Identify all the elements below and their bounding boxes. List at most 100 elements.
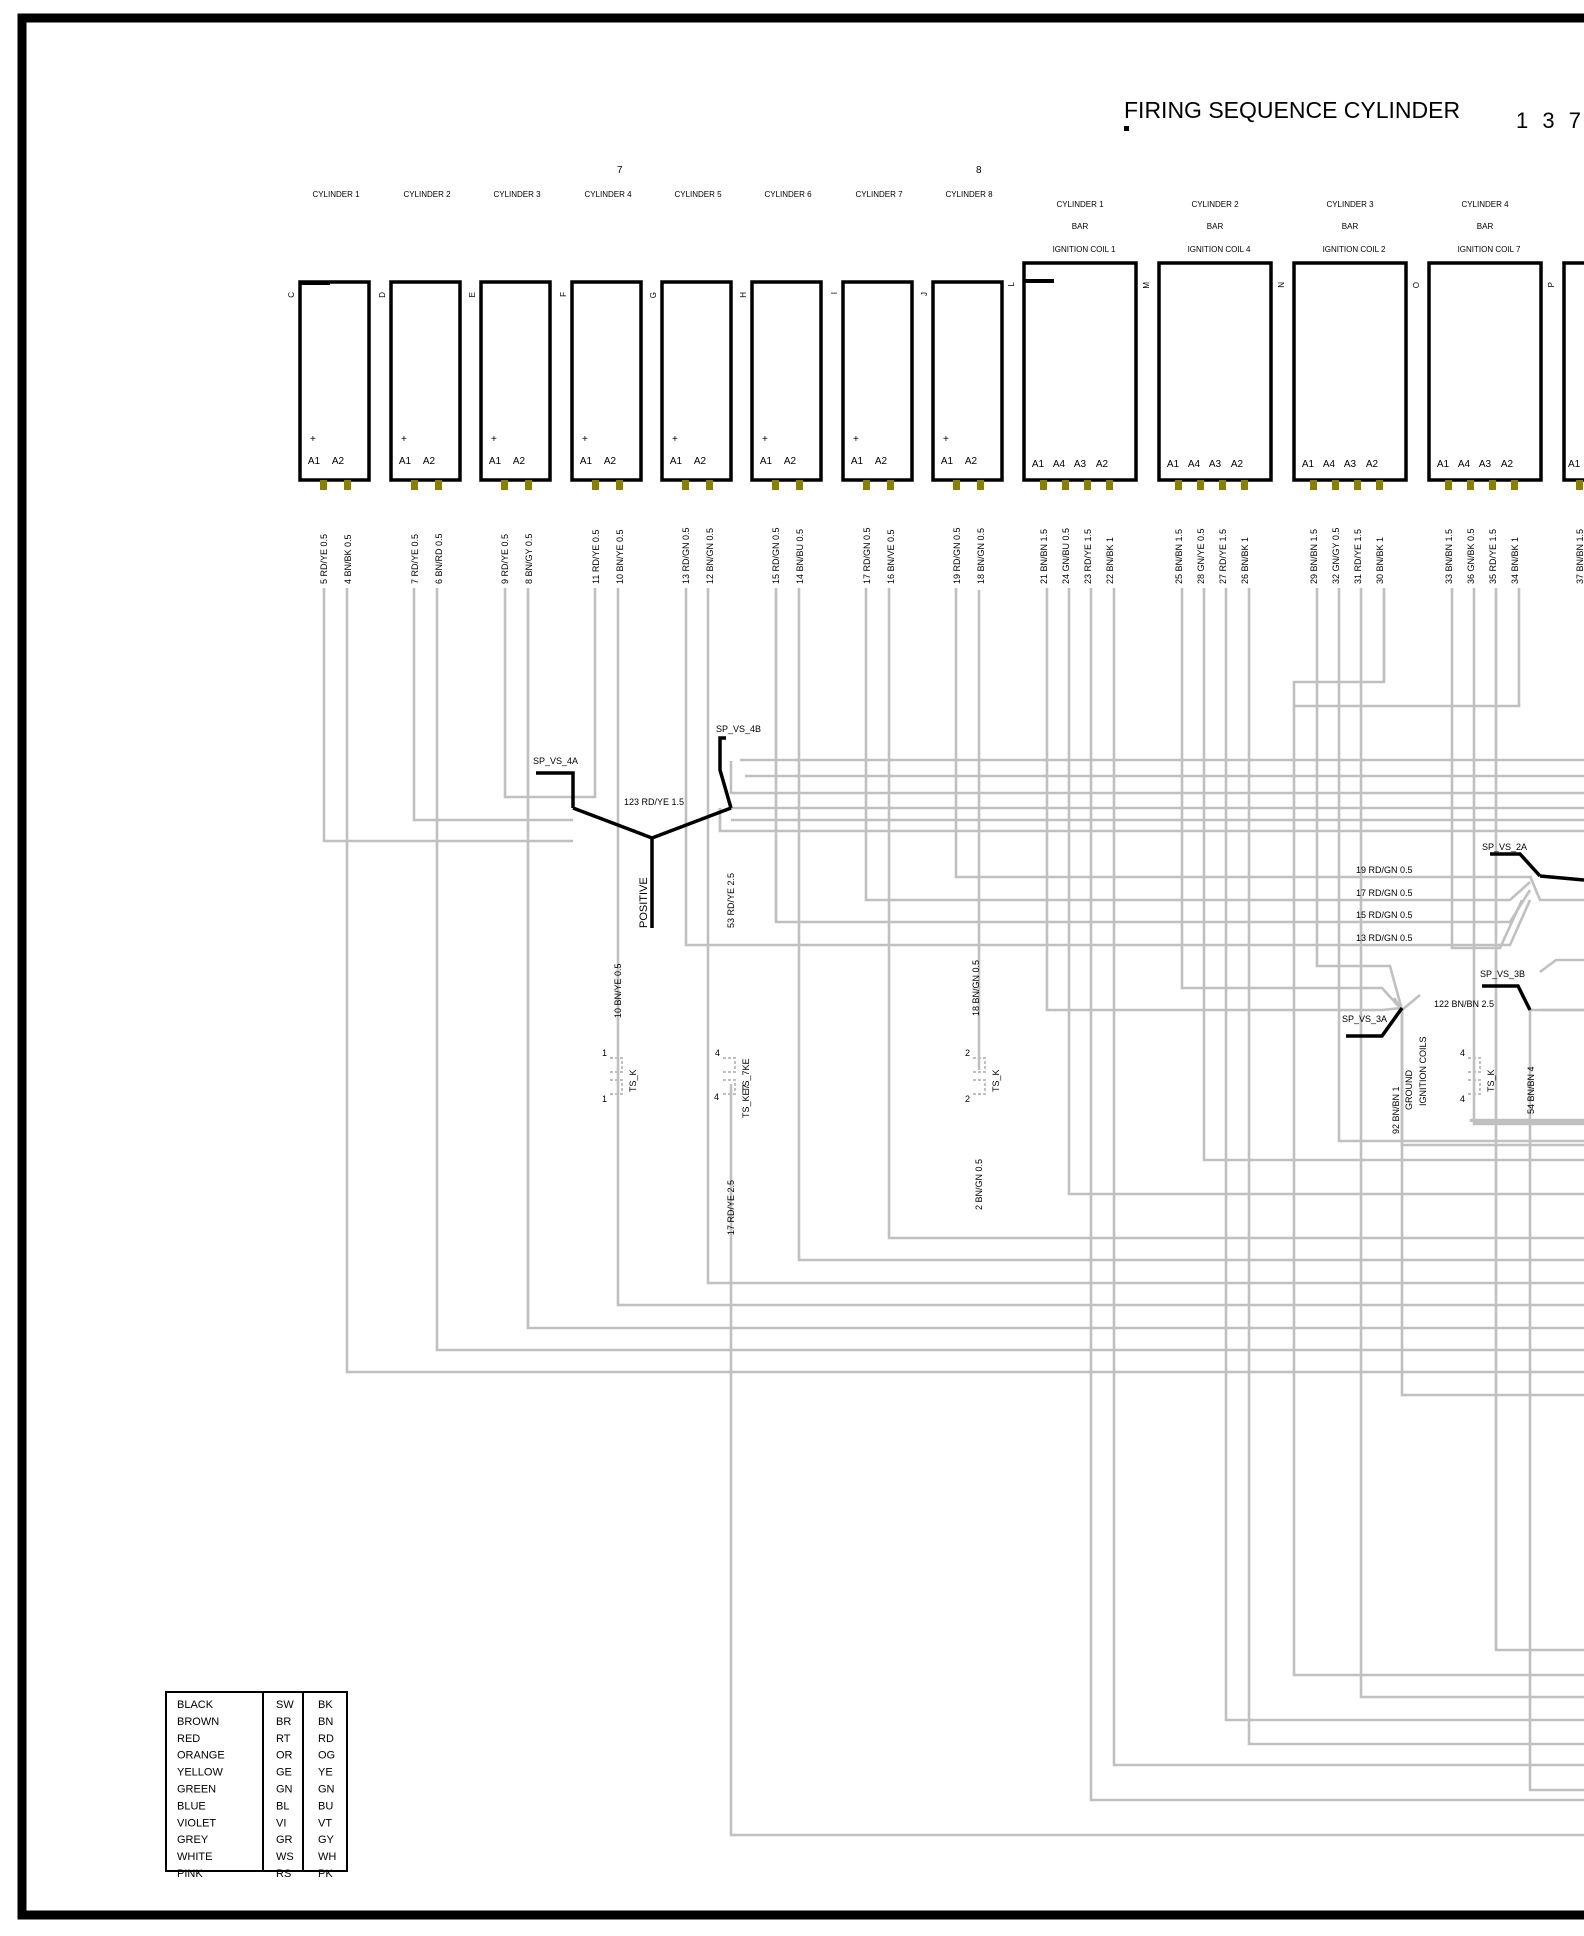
connector-letter: E <box>468 292 477 297</box>
firing-sequence: 1 3 7 2 <box>1516 108 1584 133</box>
wire-path <box>729 761 1584 795</box>
wire-path <box>887 588 1584 1240</box>
terminal-bracket <box>610 1079 623 1095</box>
connector-letter: D <box>378 292 387 298</box>
terminal-bracket <box>973 1079 986 1095</box>
wire-label: 24 GN/BU 0.5 <box>1061 528 1071 584</box>
legend-color-name: ORANGE <box>177 1750 225 1762</box>
connector-letter: L <box>1007 281 1016 286</box>
wire-path <box>797 588 1584 1262</box>
pin-terminal <box>706 480 713 490</box>
pin-label: A1 <box>580 456 593 467</box>
wire-path <box>1539 958 1584 974</box>
splice-sp-vs-2a-out <box>1539 874 1584 882</box>
wire-path <box>412 588 573 822</box>
coil-name: IGNITION COIL 1 <box>1053 245 1116 254</box>
wire-label: 6 BN/RD 0.5 <box>434 533 444 584</box>
pin-label: A1 <box>1437 459 1450 470</box>
injector-plus: + <box>582 434 588 445</box>
injector-body <box>931 280 1004 482</box>
pin-terminal <box>1175 480 1182 490</box>
wire-path <box>1337 588 1584 1143</box>
coil-name: IGNITION COIL 4 <box>1188 245 1251 254</box>
wire-label: 14 BN/BU 0.5 <box>795 529 805 584</box>
wire-path <box>1450 588 1524 950</box>
connector-letter: N <box>1277 282 1286 288</box>
pin-label: A1 <box>851 456 864 467</box>
pin-terminal <box>435 480 442 490</box>
legend-color-name: BROWN <box>177 1716 219 1728</box>
legend-code-en: VT <box>318 1817 332 1829</box>
top-number-7: 7 <box>617 165 623 176</box>
pin-terminal <box>1445 480 1452 490</box>
pin-label: A1 <box>399 456 412 467</box>
pin-terminal <box>1040 480 1047 490</box>
terminal-pin-bottom: 1 <box>602 1094 607 1104</box>
legend-code-en: BN <box>318 1716 333 1728</box>
connector-letter: H <box>739 292 748 298</box>
wire-path <box>345 588 1584 1374</box>
pin-label: A4 <box>1458 459 1471 470</box>
wire-path <box>1528 875 1584 902</box>
positive-label: POSITIVE <box>638 877 650 928</box>
coil-cylinder: CYLINDER 4 <box>1461 200 1509 209</box>
pin-label: A2 <box>1366 459 1379 470</box>
wire-path <box>1400 1010 1584 1397</box>
injector-title: CYLINDER 1 <box>312 190 360 199</box>
coil-body <box>1022 261 1138 482</box>
pin-terminal <box>863 480 870 490</box>
terminal-bracket <box>723 1057 736 1073</box>
injector-body <box>389 280 462 482</box>
injector-title: CYLINDER 3 <box>493 190 541 199</box>
pin-terminal <box>1062 480 1069 490</box>
pin-label: A1 <box>670 456 683 467</box>
wire-path <box>706 588 1584 1285</box>
pin-terminal <box>616 480 623 490</box>
pin-label: A1 <box>308 456 321 467</box>
legend-color-name: GREEN <box>177 1784 216 1796</box>
legend-code-en: BK <box>318 1699 333 1711</box>
wire-label-17: 17 RD/GN 0.5 <box>1356 888 1413 898</box>
legend-color-name: WHITE <box>177 1851 212 1863</box>
pin-label: A1 <box>1032 459 1045 470</box>
coil-name: IGNITION COIL 7 <box>1458 245 1521 254</box>
terminal-pin-bottom: 2 <box>965 1094 970 1104</box>
injector-title: CYLINDER 8 <box>945 190 993 199</box>
injector-plus: + <box>762 434 768 445</box>
connector-letter: G <box>649 292 658 298</box>
wire-label: 31 RD/YE 1.5 <box>1353 529 1363 584</box>
injector-plus: + <box>943 434 949 445</box>
wire-label-18: 18 BN/GN 0.5 <box>971 960 981 1016</box>
pin-terminal <box>1576 480 1583 490</box>
pin-terminal <box>1219 480 1226 490</box>
splice-sp-vs-3b-stub <box>1482 984 1532 1011</box>
pin-terminal <box>1467 480 1474 490</box>
wire-path <box>1315 588 1404 1011</box>
pin-terminal <box>1489 480 1496 490</box>
wire-label: 26 BN/BK 1 <box>1240 537 1250 584</box>
pin-terminal <box>411 480 418 490</box>
pin-terminal <box>953 480 960 490</box>
terminal-name: TS_K <box>628 1069 638 1092</box>
wire-label: 23 RD/YE 1.5 <box>1083 529 1093 584</box>
pin-terminal <box>1241 480 1248 490</box>
legend-code-de: GN <box>276 1784 293 1796</box>
pin-terminal <box>887 480 894 490</box>
pin-label: A2 <box>423 456 436 467</box>
wire-label: 4 BN/BK 0.5 <box>343 534 353 584</box>
coil-bar: BAR <box>1342 222 1359 231</box>
coil-bar: BAR <box>1477 222 1494 231</box>
wire-path <box>729 1084 1584 1837</box>
wire-path <box>1112 588 1584 1767</box>
wire-label: 29 BN/BN 1.5 <box>1309 529 1319 584</box>
pin-label: A2 <box>875 456 888 467</box>
wire-path <box>616 588 1584 1307</box>
splice-label-sp-vs-3a: SP_VS_3A <box>1342 1014 1387 1024</box>
